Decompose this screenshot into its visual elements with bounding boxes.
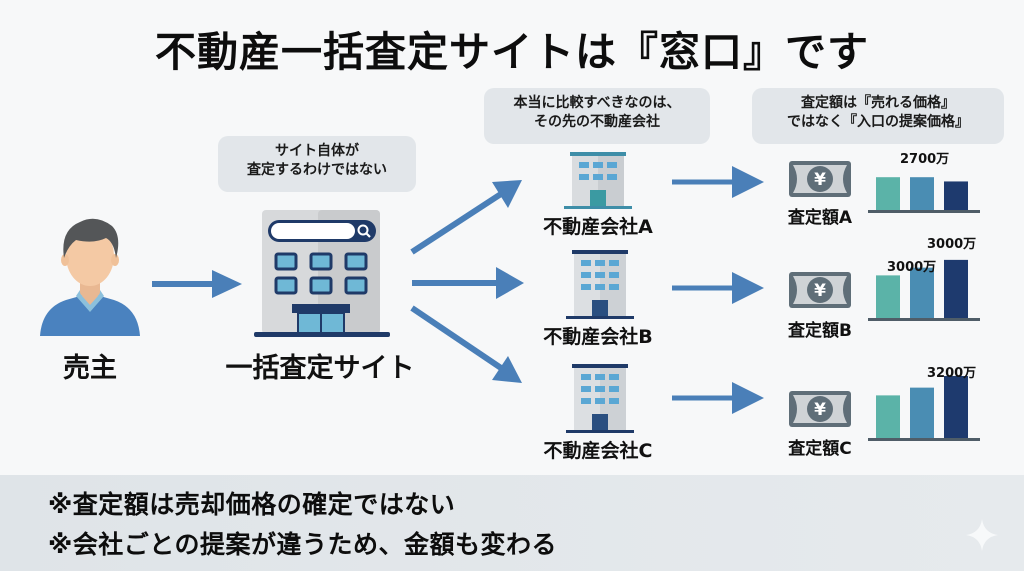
building-with-search-icon: [254, 210, 390, 337]
bar-chart-c: [868, 376, 980, 441]
value-label-b-top: 3000万: [927, 237, 977, 252]
company-c-label: 不動産会社C: [543, 440, 653, 462]
site-label: 一括査定サイト: [225, 353, 415, 384]
value-label-a: 2700万: [900, 152, 950, 167]
callout-prices-line1: 査定額は『売れる価格』: [801, 95, 955, 111]
footer-notes: ※査定額は売却価格の確定ではない ※会社ごとの提案が違うため、金額も変わる: [0, 475, 1024, 571]
callout-companies-line2: その先の不動産会社: [534, 114, 660, 130]
callout-prices-line2: ではなく『入口の提案価格』: [787, 114, 969, 130]
yen-banknote-icon-b: ¥: [789, 272, 851, 308]
callout-companies-line1: 本当に比較すべきなのは、: [513, 95, 681, 111]
company-b-label: 不動産会社B: [543, 326, 653, 348]
value-label-c: 3200万: [927, 366, 977, 381]
callout-companies: 本当に比較すべきなのは、 その先の不動産会社: [484, 88, 710, 144]
svg-text:¥: ¥: [814, 281, 826, 301]
arrows-site-to-companies-icon: [410, 180, 524, 383]
bar-2: [910, 387, 934, 438]
footer-note-2: ※会社ごとの提案が違うため、金額も変わる: [48, 530, 558, 559]
callout-site-line1: サイト自体が: [275, 143, 359, 159]
arrow-seller-to-site-icon: [152, 270, 242, 298]
bar-1: [876, 275, 900, 318]
page-title: 不動産一括査定サイトは『窓口』です: [155, 28, 869, 76]
appraisal-b-label: 査定額B: [788, 321, 852, 341]
bar-3: [944, 259, 968, 318]
seller-label: 売主: [63, 353, 117, 384]
chart-baseline: [868, 210, 980, 213]
bar-chart-b: [868, 259, 980, 321]
arrow-company-c-icon: [672, 382, 764, 414]
appraisal-a-label: 査定額A: [787, 208, 853, 228]
callout-site: サイト自体が 査定するわけではない: [218, 136, 416, 192]
chart-baseline: [868, 318, 980, 321]
callout-site-line2: 査定するわけではない: [247, 162, 387, 178]
company-a-label: 不動産会社A: [543, 216, 653, 238]
person-icon: [40, 218, 140, 336]
yen-banknote-icon-a: ¥: [789, 161, 851, 197]
bar-1: [876, 395, 900, 438]
callout-prices: 査定額は『売れる価格』 ではなく『入口の提案価格』: [752, 88, 1004, 144]
office-building-icon-b: [566, 250, 634, 319]
value-label-b-mid: 3000万: [887, 260, 937, 275]
bar-3: [944, 376, 968, 438]
bar-2: [910, 177, 934, 210]
footer-note-1: ※査定額は売却価格の確定ではない: [48, 490, 456, 519]
bar-2: [910, 267, 934, 318]
arrow-company-b-icon: [672, 272, 764, 304]
chart-baseline: [868, 438, 980, 441]
sparkle-icon: [966, 519, 998, 551]
yen-banknote-icon-c: ¥: [789, 391, 851, 427]
svg-text:¥: ¥: [814, 400, 826, 420]
office-building-icon-a: [564, 152, 632, 209]
appraisal-c-label: 査定額C: [788, 439, 852, 459]
office-building-icon-c: [566, 364, 634, 433]
bar-1: [876, 177, 900, 210]
svg-text:¥: ¥: [814, 170, 826, 190]
bar-chart-a: [868, 177, 980, 213]
arrow-company-a-icon: [672, 166, 764, 198]
bar-3: [944, 181, 968, 210]
